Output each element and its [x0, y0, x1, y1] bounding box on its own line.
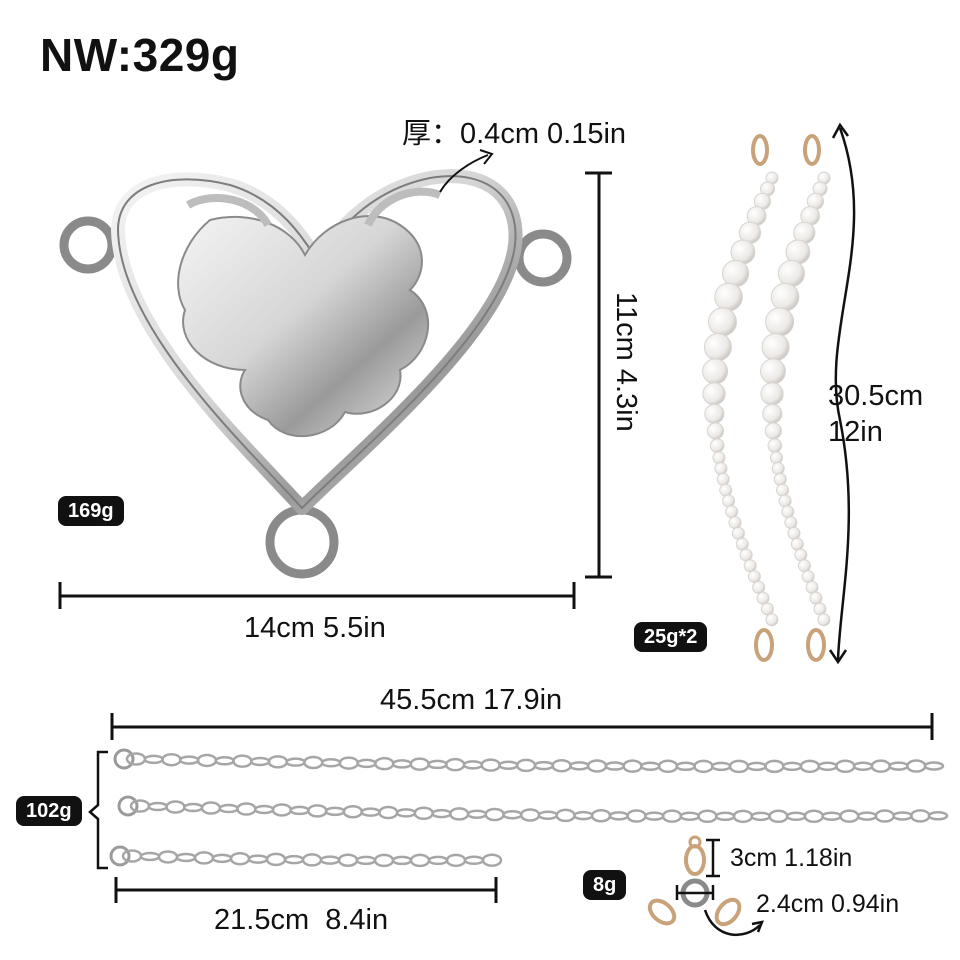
pearl-length-in: 12in	[828, 416, 883, 448]
total-weight-title: NW:329g	[40, 29, 240, 81]
chain-weight-badge: 102g	[16, 796, 82, 826]
heart-width-dimension	[58, 582, 576, 609]
ring-dimension	[675, 885, 765, 937]
pearl-length-arrow	[834, 127, 856, 661]
clasp-height-dimension	[706, 838, 720, 878]
pearl-weight-badge: 25g*2	[634, 622, 708, 652]
pearl-length-cm: 30.5cm	[828, 380, 924, 412]
long-chain-label: 45.5cm 17.9in	[380, 684, 563, 716]
heart-height-label: 11cm 4.3in	[610, 292, 642, 432]
short-chain-label: 21.5cm 8.4in	[214, 904, 389, 936]
ring-size-label: 2.4cm 0.94in	[756, 890, 900, 918]
pearl-straps	[702, 134, 831, 662]
heart-width-label: 14cm 5.5in	[244, 612, 386, 644]
chain-bracket	[88, 750, 108, 870]
clasp-height-label: 3cm 1.18in	[730, 844, 853, 872]
long-chain-dimension	[110, 713, 934, 740]
heart-height-dimension	[585, 171, 612, 579]
clasp-weight-badge: 8g	[583, 870, 627, 900]
thickness-label: 厚：0.4cm 0.15in	[402, 118, 627, 150]
chains	[109, 748, 949, 868]
thickness-arrow	[439, 154, 489, 193]
heart-pendant	[59, 169, 572, 579]
heart-weight-badge: 169g	[58, 496, 124, 526]
short-chain-dimension	[114, 877, 498, 903]
